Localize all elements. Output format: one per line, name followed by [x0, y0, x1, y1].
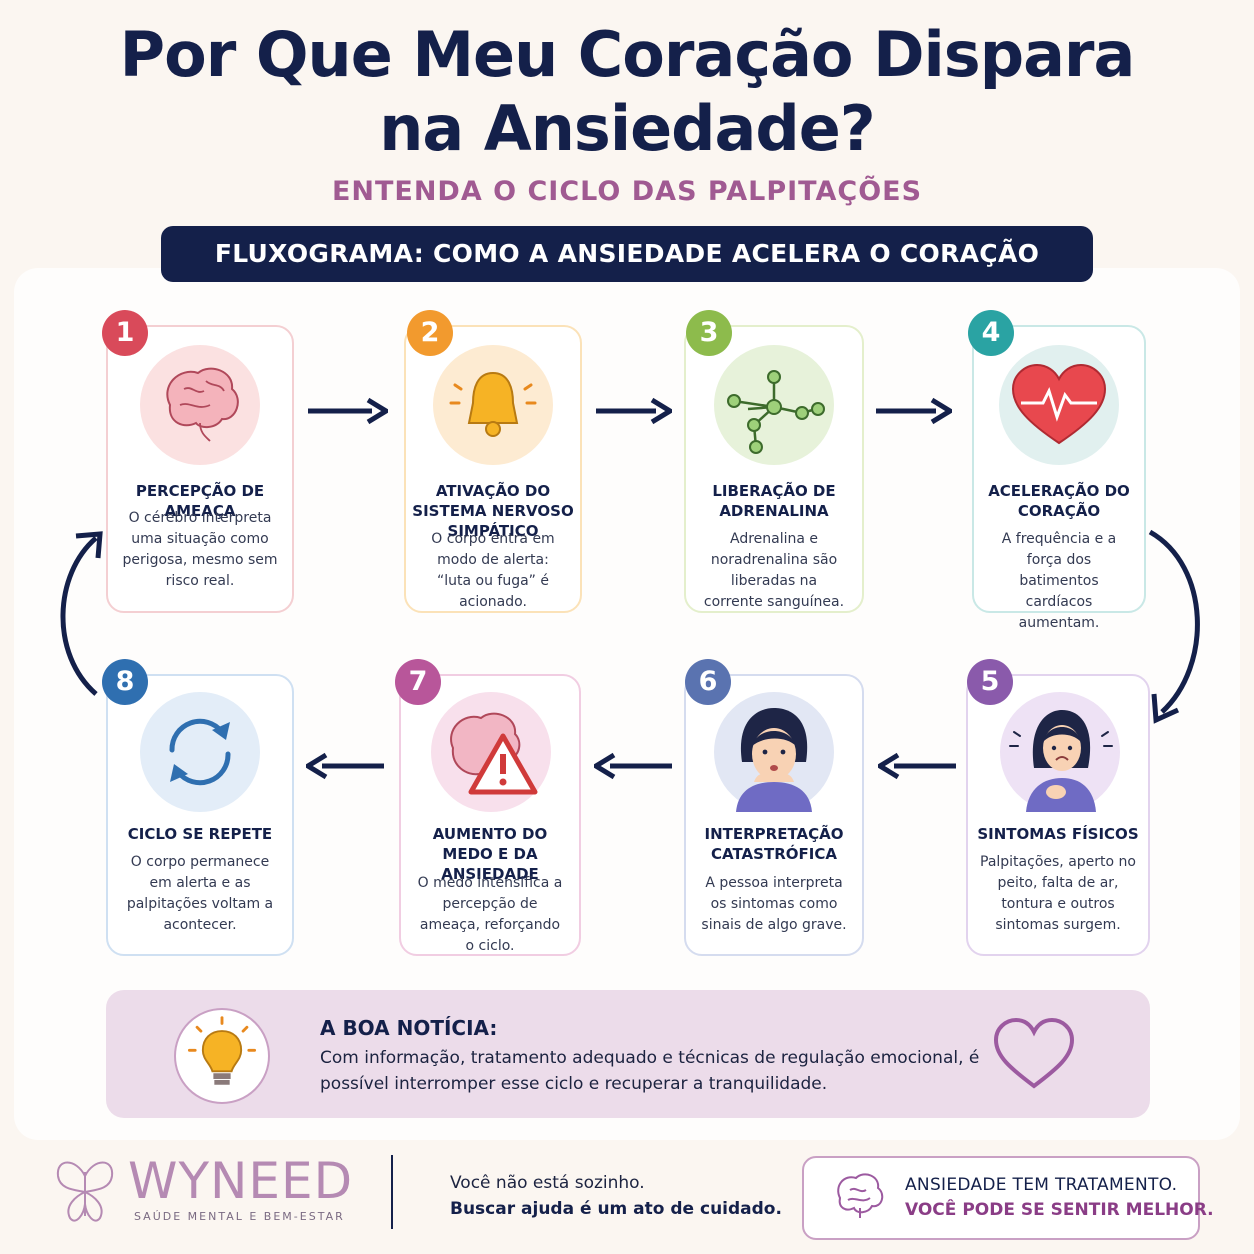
heart-outline-icon	[993, 1017, 1075, 1089]
step-badge-4: 4	[968, 310, 1014, 356]
step-title: CICLO SE REPETE	[127, 825, 273, 843]
step-card-6: INTERPRETAÇÃO CATASTRÓFICA A pessoa inte…	[684, 674, 864, 956]
brain-outline-icon	[837, 1173, 884, 1218]
step-text: Adrenalina e noradrenalina são liberadas…	[703, 531, 845, 610]
step-card-1: PERCEPÇÃO DE AMEAÇA O cérebro interpreta…	[106, 325, 294, 613]
arrow-right-icon	[596, 397, 672, 425]
step-card-4: ACELERAÇÃO DO CORAÇÃO A frequência e a f…	[972, 325, 1146, 631]
arrow-left-icon	[594, 752, 672, 780]
cycle-icon	[140, 692, 260, 812]
step-title: INTERPRETAÇÃO CATASTRÓFICA	[704, 825, 844, 863]
brand-logo: WYNEED	[128, 1152, 354, 1210]
step-text: O corpo permanece em alerta e as palpita…	[126, 854, 274, 933]
curved-arrow-up-icon	[60, 531, 103, 696]
woman-chest-icon	[1000, 692, 1120, 812]
step-text: Palpitações, aperto no peito, falta de a…	[980, 854, 1136, 933]
subtitle: ENTENDA O CICLO DAS PALPITAÇÕES	[331, 176, 923, 207]
step-badge-1: 1	[102, 310, 148, 356]
arrow-left-icon	[306, 752, 384, 780]
footer-line-1: Você não está sozinho.	[450, 1173, 645, 1193]
arrow-right-icon	[308, 397, 388, 425]
step-title: PERCEPÇÃO DE AMEAÇA	[135, 482, 265, 520]
step-text: O corpo entra em modo de alerta: “luta o…	[431, 531, 555, 610]
butterfly-logo-icon	[56, 1161, 114, 1222]
brand-tagline: SAÚDE MENTAL E BEM-ESTAR	[134, 1210, 345, 1223]
brain-icon	[140, 345, 260, 465]
brain-warning-icon	[431, 692, 551, 812]
footer-divider	[391, 1155, 393, 1229]
step-badge-6: 6	[685, 659, 731, 705]
good-news-text: Com informação, tratamento adequado e té…	[320, 1048, 980, 1094]
step-title: ACELERAÇÃO DO CORAÇÃO	[988, 482, 1130, 520]
heartbeat-icon	[999, 345, 1119, 465]
curved-arrow-down-icon	[1148, 529, 1200, 724]
cta-line-1: ANSIEDADE TEM TRATAMENTO.	[905, 1175, 1178, 1195]
lightbulb-icon	[174, 1008, 270, 1104]
step-badge-7: 7	[395, 659, 441, 705]
cta-line-2: VOCÊ PODE SE SENTIR MELHOR.	[905, 1200, 1214, 1220]
good-news-title: A BOA NOTÍCIA:	[320, 1016, 498, 1040]
step-card-3: LIBERAÇÃO DE ADRENALINA Adrenalina e nor…	[684, 325, 864, 613]
step-badge-2: 2	[407, 310, 453, 356]
step-card-5: SINTOMAS FÍSICOS Palpitações, aperto no …	[966, 674, 1150, 956]
step-text: O medo intensifica a percepção de ameaça…	[417, 875, 563, 954]
step-title: AUMENTO DO MEDO E DA ANSIEDADE	[432, 825, 548, 883]
step-text: A frequência e a força dos batimentos ca…	[1001, 531, 1117, 631]
step-text: O cérebro interpreta uma situação como p…	[122, 510, 278, 589]
step-badge-5: 5	[967, 659, 1013, 705]
worried-woman-icon	[714, 692, 834, 812]
cta-box	[802, 1156, 1200, 1240]
arrow-left-icon	[878, 752, 956, 780]
arrow-right-icon	[876, 397, 952, 425]
title-line-1: Por Que Meu Coração Dispara	[119, 18, 1136, 91]
good-news-box	[106, 990, 1150, 1118]
step-card-8: CICLO SE REPETE O corpo permanece em ale…	[106, 674, 294, 956]
step-text: A pessoa interpreta os sintomas como sin…	[701, 875, 847, 933]
step-badge-3: 3	[686, 310, 732, 356]
step-title: ATIVAÇÃO DO SISTEMA NERVOSO SIMPÁTICO	[412, 482, 574, 540]
bell-icon	[433, 345, 553, 465]
page-title: Por Que Meu Coração Dispara na Ansiedade…	[0, 18, 1254, 166]
step-badge-8: 8	[102, 659, 148, 705]
step-card-7: AUMENTO DO MEDO E DA ANSIEDADE O medo in…	[399, 674, 581, 956]
molecule-icon	[714, 345, 834, 465]
title-line-2: na Ansiedade?	[379, 92, 876, 165]
step-title: LIBERAÇÃO DE ADRENALINA	[712, 482, 836, 520]
step-title: SINTOMAS FÍSICOS	[977, 825, 1139, 843]
flowchart-banner: FLUXOGRAMA: COMO A ANSIEDADE ACELERA O C…	[161, 226, 1093, 282]
footer-line-2: Buscar ajuda é um ato de cuidado.	[450, 1199, 782, 1219]
step-card-2: ATIVAÇÃO DO SISTEMA NERVOSO SIMPÁTICO O …	[404, 325, 582, 613]
